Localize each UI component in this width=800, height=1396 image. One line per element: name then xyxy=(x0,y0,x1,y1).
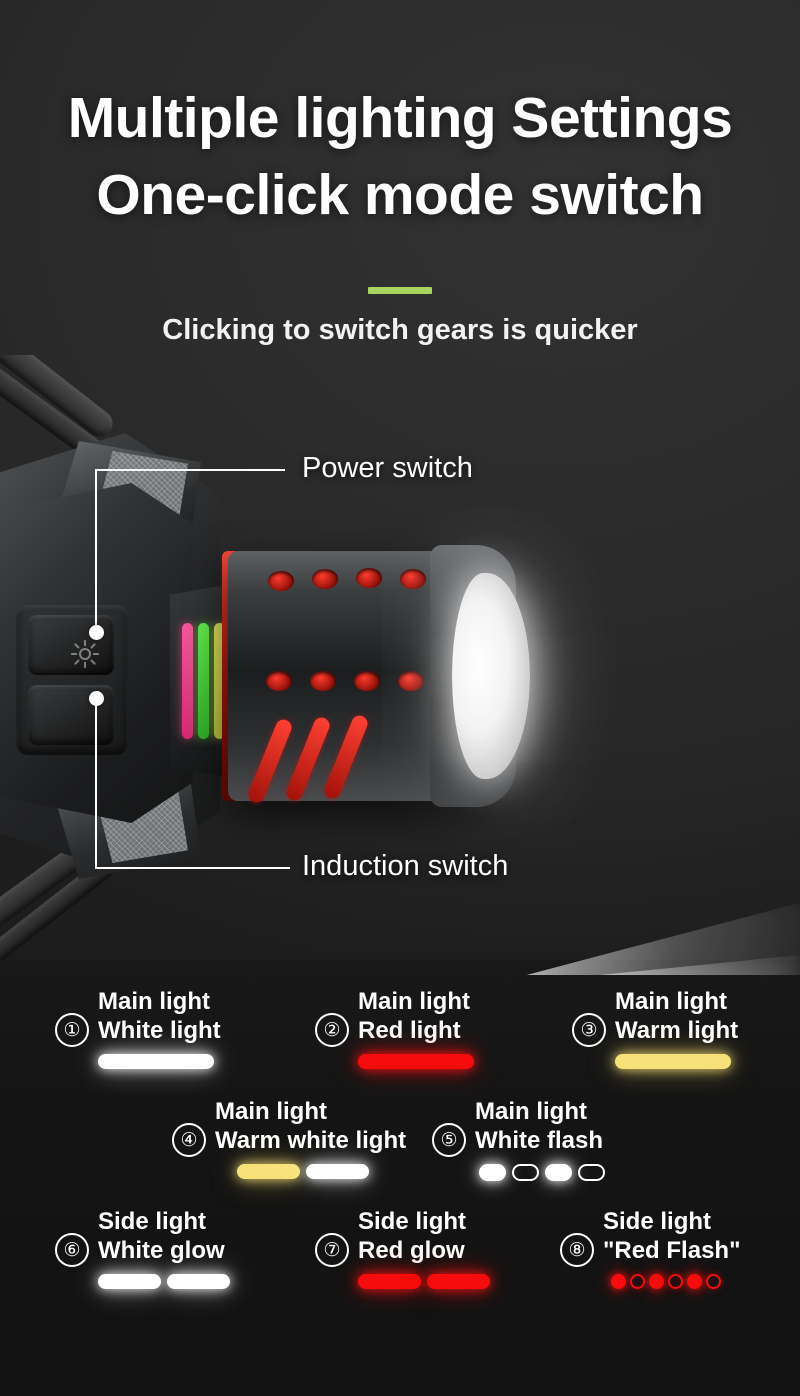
mode-line-2: White flash xyxy=(475,1127,604,1154)
mode-number: ⑤ xyxy=(432,1123,466,1157)
mode-number: ① xyxy=(55,1013,89,1047)
mode-number: ③ xyxy=(572,1013,606,1047)
mode-number: ⑦ xyxy=(315,1233,349,1267)
green-divider xyxy=(368,287,432,294)
indicator-dot xyxy=(611,1274,626,1289)
mode-line-1: Main light xyxy=(615,988,727,1015)
indicator-dot xyxy=(687,1274,702,1289)
indicator-bar xyxy=(615,1054,731,1069)
mode-line-2: Red glow xyxy=(358,1237,465,1264)
mode-indicator xyxy=(98,1274,230,1289)
mode-item-8: ⑧ Side light "Red Flash" xyxy=(560,1207,740,1289)
mode-indicator xyxy=(358,1274,490,1289)
mode-item-7: ⑦ Side light Red glow xyxy=(315,1207,490,1289)
vent-hole xyxy=(400,569,426,589)
mode-indicator xyxy=(615,1054,738,1069)
indicator-dot xyxy=(630,1274,645,1289)
mode-number: ⑥ xyxy=(55,1233,89,1267)
vent-hole xyxy=(354,671,380,691)
indicator-dot xyxy=(706,1274,721,1289)
led-strip-green xyxy=(198,623,209,739)
indicator-dot xyxy=(668,1274,683,1289)
lens xyxy=(452,573,530,779)
mode-number: ⑧ xyxy=(560,1233,594,1267)
mode-line-2: Warm light xyxy=(615,1017,739,1044)
vent-hole xyxy=(398,671,424,691)
indicator-bar xyxy=(306,1164,369,1179)
mode-line-2: "Red Flash" xyxy=(603,1237,741,1264)
indicator-pill xyxy=(479,1164,506,1181)
mode-line-2: White glow xyxy=(98,1237,225,1264)
mode-item-2: ② Main light Red light xyxy=(315,987,474,1069)
mode-number: ② xyxy=(315,1013,349,1047)
mode-item-1: ① Main light White light xyxy=(55,987,221,1069)
induction-switch-leader-v xyxy=(95,698,97,868)
power-switch-button[interactable] xyxy=(28,615,114,675)
vent-hole xyxy=(312,569,338,589)
mode-indicator xyxy=(611,1274,740,1289)
product-image xyxy=(0,355,800,975)
mode-line-1: Side light xyxy=(358,1208,466,1235)
mode-item-4: ④ Main light Warm white light xyxy=(172,1097,406,1179)
vent-hole xyxy=(310,671,336,691)
mode-indicator xyxy=(358,1054,474,1069)
mode-item-6: ⑥ Side light White glow xyxy=(55,1207,230,1289)
mode-line-1: Main light xyxy=(98,988,210,1015)
headline-line-1: Multiple lighting Settings xyxy=(67,86,733,150)
bottom-background xyxy=(0,960,800,1396)
mode-indicator xyxy=(237,1164,406,1179)
indicator-bar xyxy=(167,1274,230,1289)
headline-line-2: One-click mode switch xyxy=(96,163,704,227)
indicator-pill xyxy=(512,1164,539,1181)
mode-line-1: Side light xyxy=(98,1208,206,1235)
indicator-bar xyxy=(427,1274,490,1289)
mode-line-2: Warm white light xyxy=(215,1127,407,1154)
mode-item-5: ⑤ Main light White flash xyxy=(432,1097,605,1181)
indicator-bar xyxy=(98,1274,161,1289)
led-strip-yellow xyxy=(214,623,225,739)
indicator-bar xyxy=(358,1274,421,1289)
mode-indicator xyxy=(479,1164,605,1181)
button-plate xyxy=(16,605,128,755)
induction-switch-leader-h xyxy=(95,867,290,869)
indicator-bar xyxy=(358,1054,474,1069)
lighting-modes-list: ① Main light White light ② Main light Re… xyxy=(0,975,800,1315)
indicator-pill xyxy=(545,1164,572,1181)
vent-hole xyxy=(266,671,292,691)
vent-hole xyxy=(268,571,294,591)
vent-hole xyxy=(356,568,382,588)
callout-induction-switch: Induction switch xyxy=(302,850,509,882)
mode-item-3: ③ Main light Warm light xyxy=(572,987,738,1069)
mode-line-1: Main light xyxy=(475,1098,587,1125)
power-switch-marker-dot xyxy=(89,625,104,640)
mode-line-1: Main light xyxy=(358,988,470,1015)
indicator-pill xyxy=(578,1164,605,1181)
sun-icon xyxy=(70,639,100,669)
mode-line-1: Main light xyxy=(215,1098,327,1125)
mode-line-2: Red light xyxy=(358,1017,461,1044)
callout-power-switch: Power switch xyxy=(302,452,473,484)
mode-line-1: Side light xyxy=(603,1208,711,1235)
indicator-bar xyxy=(237,1164,300,1179)
mode-line-2: White light xyxy=(98,1017,221,1044)
power-switch-leader-h xyxy=(95,469,285,471)
mode-indicator xyxy=(98,1054,221,1069)
indicator-bar xyxy=(98,1054,214,1069)
power-switch-leader-v xyxy=(95,469,97,633)
indicator-dot xyxy=(649,1274,664,1289)
mode-number: ④ xyxy=(172,1123,206,1157)
led-strip-pink xyxy=(182,623,193,739)
subtitle: Clicking to switch gears is quicker xyxy=(162,314,638,346)
